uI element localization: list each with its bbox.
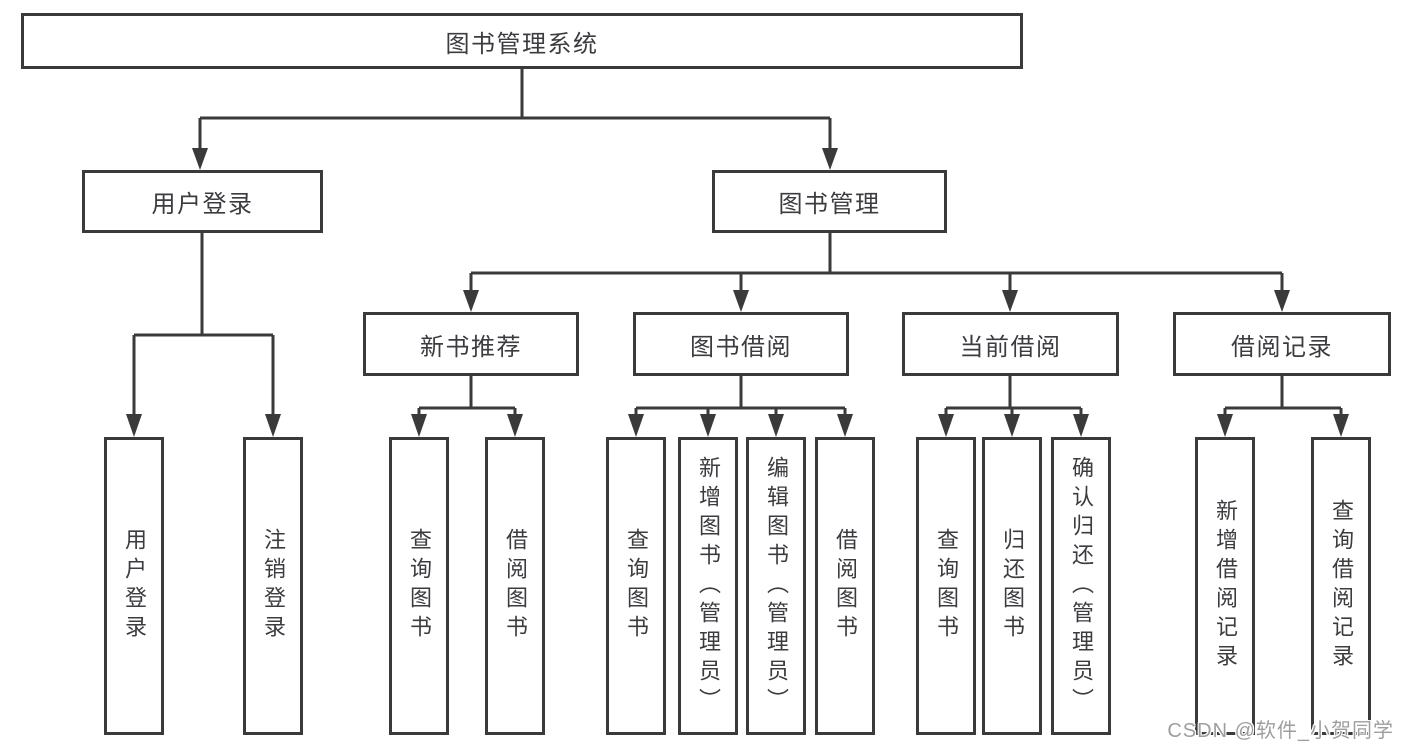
node-label: 借阅图书 [503, 528, 528, 644]
node-book-borrowing: 图书借阅 [633, 312, 849, 376]
node-label: 用户登录 [122, 528, 147, 644]
node-root: 图书管理系统 [21, 13, 1023, 69]
leaf-borrow-books: 借阅图书 [815, 437, 875, 735]
node-label: 新书推荐 [420, 333, 522, 361]
node-label: 归还图书 [1000, 528, 1025, 644]
leaf-query-books-recommend: 查询图书 [389, 437, 449, 735]
node-borrowing-records: 借阅记录 [1173, 312, 1391, 376]
node-label: 图书借阅 [690, 333, 792, 361]
node-label: 查询借阅记录 [1329, 499, 1354, 673]
leaf-logout: 注销登录 [243, 437, 303, 735]
node-current-borrowing: 当前借阅 [902, 312, 1119, 376]
leaf-user-login: 用户登录 [104, 437, 164, 735]
leaf-query-borrow-record: 查询借阅记录 [1311, 437, 1371, 735]
node-label: 用户登录 [151, 191, 254, 218]
node-label: 借阅图书 [833, 528, 858, 644]
leaf-add-borrow-record: 新增借阅记录 [1195, 437, 1255, 735]
node-label: 新增图书（管理员） [696, 455, 721, 717]
node-label: 注销登录 [261, 528, 286, 644]
leaf-add-book-admin: 新增图书（管理员） [678, 437, 738, 735]
node-label: 编辑图书（管理员） [764, 455, 789, 717]
leaf-borrow-books-recommend: 借阅图书 [485, 437, 545, 735]
node-user-login: 用户登录 [82, 170, 323, 233]
node-book-management: 图书管理 [712, 170, 947, 233]
node-label: 查询图书 [934, 528, 959, 644]
leaf-edit-book-admin: 编辑图书（管理员） [746, 437, 806, 735]
node-label: 图书管理 [778, 191, 881, 218]
node-label: 确认归还（管理员） [1069, 455, 1094, 717]
node-label: 图书管理系统 [445, 30, 599, 58]
node-label: 当前借阅 [959, 333, 1062, 361]
leaf-confirm-return-admin: 确认归还（管理员） [1051, 437, 1111, 735]
node-label: 查询图书 [624, 528, 649, 644]
leaf-query-books-borrowing: 查询图书 [606, 437, 666, 735]
node-label: 借阅记录 [1231, 333, 1333, 361]
node-label: 查询图书 [407, 528, 432, 644]
csdn-watermark: CSDN @软件_小贺同学 [1167, 720, 1394, 742]
leaf-query-books-current: 查询图书 [916, 437, 976, 735]
node-label: 新增借阅记录 [1213, 499, 1238, 673]
node-new-book-recommend: 新书推荐 [363, 312, 579, 376]
leaf-return-books: 归还图书 [982, 437, 1042, 735]
